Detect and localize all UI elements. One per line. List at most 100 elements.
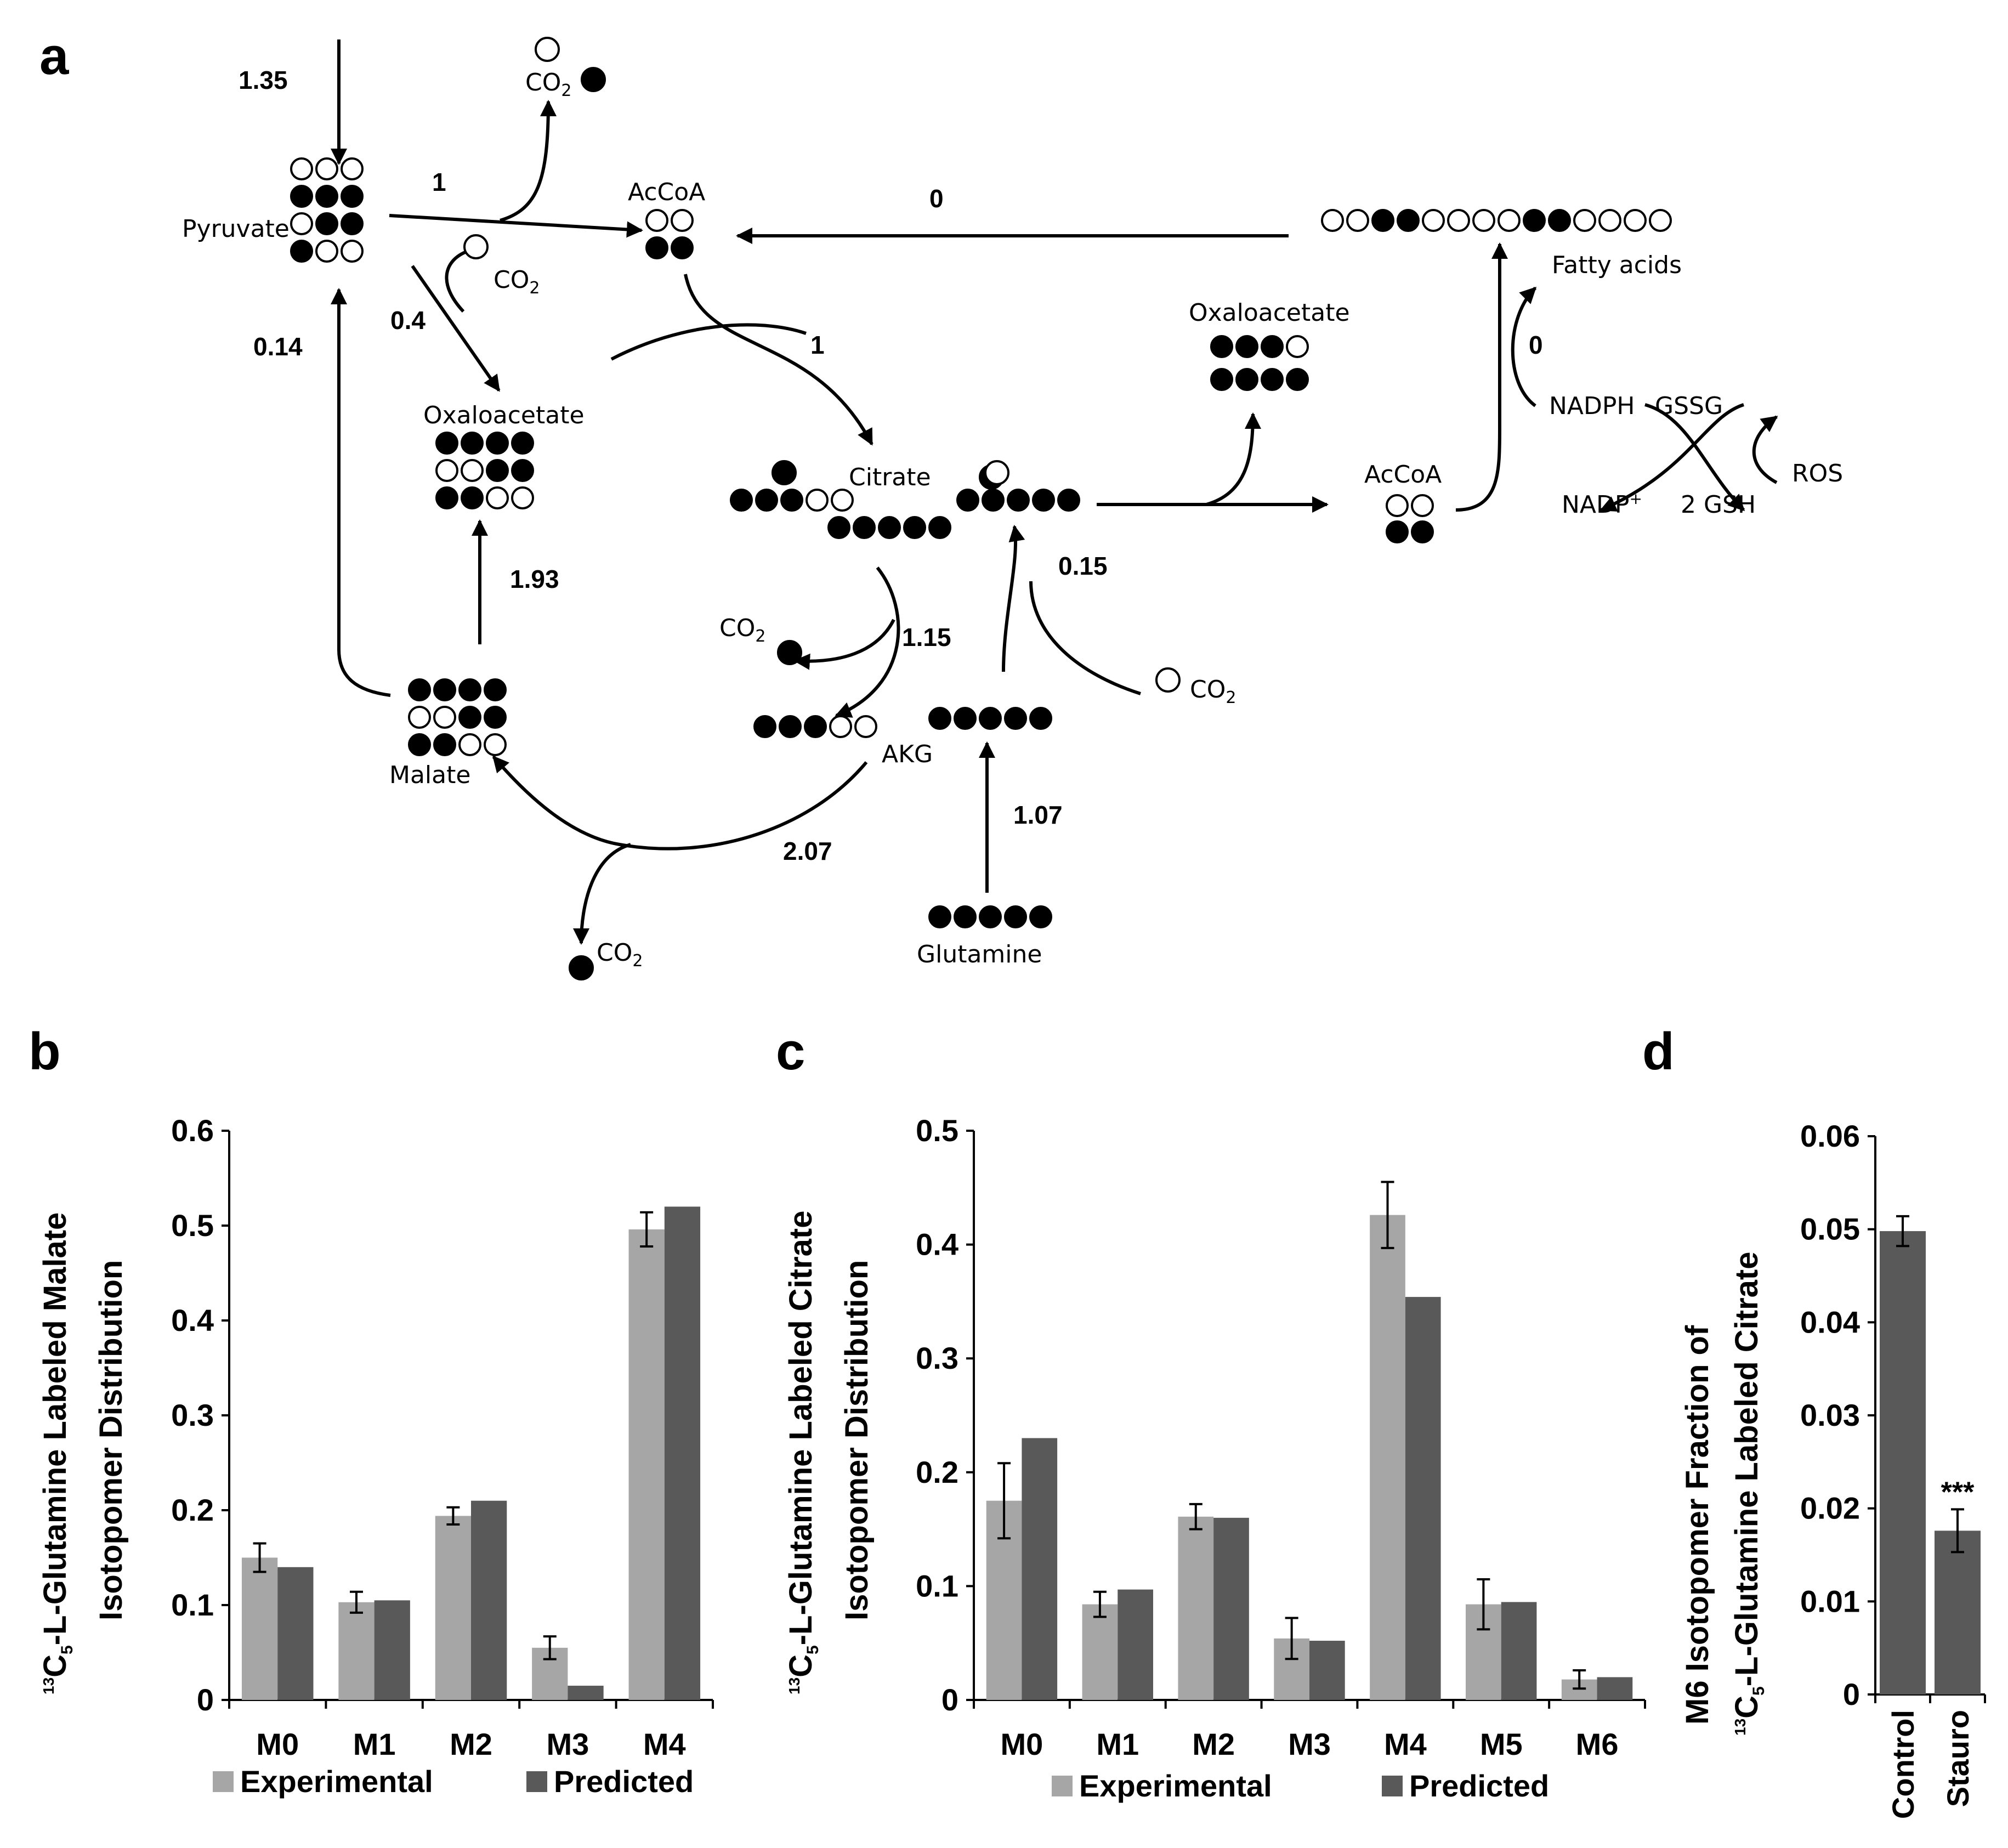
labeled-carbon-atom [486, 432, 509, 455]
labeled-carbon-atom [511, 459, 534, 482]
labeled-carbon-atom [341, 185, 364, 208]
gssg-to-gsh-arrow [1599, 403, 1744, 512]
chart-b-ylabel-sup: 13 [40, 1677, 57, 1694]
unlabeled-carbon-atom [458, 733, 481, 756]
unlabeled-carbon-atom [315, 157, 338, 180]
unlabeled-co2-carbon [1155, 667, 1181, 693]
chart-c-bar-experimental-m2 [1178, 1516, 1214, 1700]
labeled-carbon-atom [671, 236, 694, 259]
labeled-co2-carbon [777, 640, 802, 665]
labeled-carbon-atom [1548, 209, 1571, 232]
chart-b-bar-predicted-m4 [664, 1206, 701, 1700]
chart-d-ylabel-sub: 5 [1750, 1686, 1768, 1696]
unlabeled-carbon-atom [1472, 209, 1495, 232]
label-ros: ROS [1792, 460, 1843, 487]
malate-isotopomer-chart: 13C5-L-Glutamine Labeled Malate Isotopom… [37, 1113, 714, 1799]
labeled-carbon-atom [730, 489, 753, 512]
chart-b-ylabel-line1: 13C5-L-Glutamine Labeled Malate [37, 1212, 76, 1694]
label-fatty-acids: Fatty acids [1552, 251, 1682, 279]
chart-d-y-tick-label: 0.01 [1800, 1584, 1860, 1618]
labeled-carbon-atom [511, 432, 534, 455]
labeled-carbon-atom [903, 516, 926, 539]
chart-c-x-label: M0 [1001, 1727, 1043, 1761]
unlabeled-carbon-atom [461, 459, 484, 482]
fatty-acid-synthesis-arrow [1455, 242, 1508, 512]
chart-c-bar-experimental-m1 [1082, 1604, 1118, 1700]
labeled-carbon-atom [645, 236, 668, 259]
unlabeled-carbon-atom [671, 209, 694, 232]
labeled-carbon-atom [779, 715, 802, 738]
labeled-carbon-atom [1007, 489, 1030, 512]
chart-c-x-label: M2 [1192, 1727, 1235, 1761]
unlabeled-carbon-atom [290, 157, 313, 180]
flux-me: 0.14 [253, 332, 303, 361]
labeled-carbon-atom [433, 733, 456, 756]
flux-fa-to-acoa: 0 [929, 184, 944, 213]
idh-co2-arrow [793, 619, 895, 670]
labeled-carbon-atom [1261, 335, 1284, 358]
labeled-carbon-atom [1210, 335, 1233, 358]
unlabeled-carbon-atom [408, 706, 431, 729]
pathway-diagram: a [39, 27, 1843, 980]
label-nadp: NADP+ [1562, 490, 1642, 519]
citrate-synthase-arrow [684, 274, 873, 446]
chart-c-bar-predicted-m0 [1022, 1438, 1058, 1700]
malic-enzyme-arrow [331, 288, 391, 697]
labeled-carbon-atom [1261, 368, 1284, 391]
unlabeled-carbon-atom [486, 486, 509, 509]
akg-to-malate-co2-arrow [573, 843, 631, 945]
chart-c-x-label: M6 [1576, 1727, 1619, 1761]
labeled-carbon-atom [341, 212, 364, 235]
labeled-carbon-atom [753, 715, 776, 738]
legend-c-predicted: Predicted [1409, 1768, 1549, 1803]
tca-connector [610, 323, 807, 361]
label-citrate: Citrate [849, 463, 931, 491]
unlabeled-carbon-atom [1649, 209, 1672, 232]
label-nadp-sup: + [1629, 490, 1642, 508]
labeled-carbon-atom [1235, 335, 1258, 358]
chart-d-ylabel-text: -L-Glutamine Labeled Citrate [1729, 1251, 1765, 1686]
labeled-carbon-atom [1210, 368, 1233, 391]
chart-b-x-label: M0 [256, 1727, 299, 1761]
chart-c-ylabel-sup: 13 [786, 1677, 803, 1694]
unlabeled-carbon-atom [341, 157, 364, 180]
flux-idh: 1.15 [902, 623, 951, 651]
chart-c-bar-experimental-m4 [1370, 1215, 1405, 1700]
labeled-carbon-atom [982, 489, 1005, 512]
chart-b-x-label: M3 [547, 1727, 589, 1761]
unlabeled-carbon-atom [484, 733, 507, 756]
carbon-atom-groups [290, 37, 1672, 980]
labeled-carbon-atom [979, 905, 1002, 928]
unlabeled-carbon-atom [290, 212, 313, 235]
chart-b-bar-experimental-m0 [241, 1557, 278, 1700]
labeled-carbon-atom [928, 707, 951, 730]
labeled-carbon-atom [1004, 707, 1027, 730]
labeled-carbon-atom [878, 516, 901, 539]
unlabeled-carbon-atom [1598, 209, 1621, 232]
chart-b-y-tick-label: 0.1 [171, 1588, 214, 1622]
flux-cs: 1 [810, 331, 825, 359]
chart-b-x-label: M4 [643, 1727, 686, 1761]
labeled-carbon-atom [1057, 489, 1080, 512]
labeled-carbon-atom [461, 432, 484, 455]
chart-c-ylabel-c: C [783, 1654, 819, 1677]
unlabeled-co2-carbon [984, 460, 1009, 485]
labeled-carbon-atom [1397, 209, 1420, 232]
labeled-carbon-atom [979, 707, 1002, 730]
chart-c-y-tick-label: 0.2 [916, 1455, 958, 1489]
pathway-arrows [331, 39, 1778, 945]
chart-b-x-label: M2 [450, 1727, 492, 1761]
chart-b-bar-predicted-m0 [277, 1567, 314, 1700]
chart-d-ylabel-line2: 13C5-L-Glutamine Labeled Citrate [1729, 1251, 1768, 1736]
unlabeled-carbon-atom [1422, 209, 1445, 232]
chart-c-y-tick-label: 0.3 [916, 1341, 958, 1375]
label-oxaloacetate-right: Oxaloacetate [1189, 299, 1350, 327]
chart-b-bar-predicted-m3 [568, 1686, 604, 1700]
panel-letter-c: c [776, 1022, 805, 1081]
labeled-carbon-atom [433, 678, 456, 701]
labeled-carbon-atom [928, 905, 951, 928]
labeled-carbon-atom [484, 678, 507, 701]
co2-sub: 2 [561, 81, 571, 100]
co2-main: CO [525, 69, 561, 97]
label-malate: Malate [389, 761, 470, 789]
